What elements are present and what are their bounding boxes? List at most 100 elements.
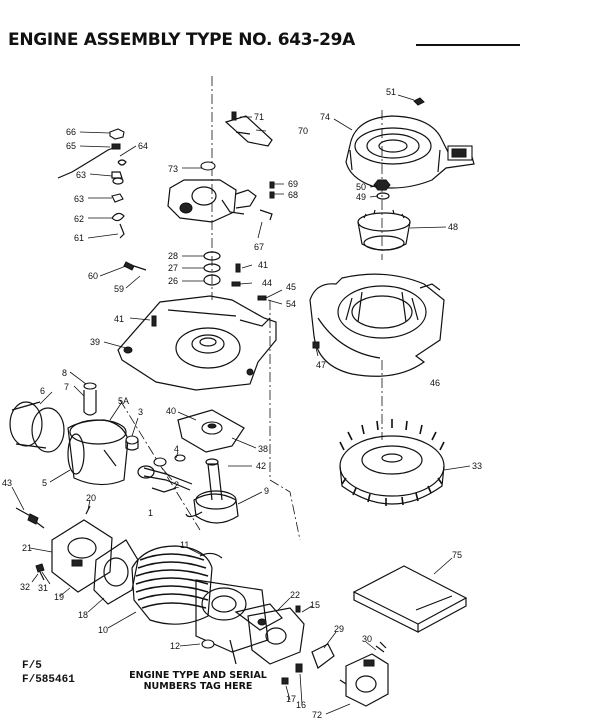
callout: 9 — [264, 486, 269, 496]
cylinder-gasket — [93, 539, 139, 605]
small-fasteners — [151, 263, 267, 327]
callout: 10 — [98, 625, 108, 635]
callout: 40 — [166, 406, 176, 416]
callout: 6 — [40, 386, 45, 396]
callout: 5 — [42, 478, 47, 488]
callout: 50 — [356, 182, 366, 192]
screw-47 — [312, 341, 320, 349]
footer-line2: F/585461 — [22, 674, 75, 686]
callout: 45 — [286, 282, 296, 292]
callout: 11 — [180, 540, 189, 550]
callout: 54 — [286, 299, 296, 309]
callout: 61 — [74, 233, 84, 243]
callout: 69 — [288, 179, 298, 189]
callout: 41 — [258, 260, 268, 270]
callout: 42 — [256, 461, 266, 471]
ignition-coil — [51, 505, 113, 593]
callout: 74 — [320, 112, 330, 122]
callout: 73 — [168, 164, 178, 174]
callout: 75 — [452, 550, 462, 560]
starter-cup — [357, 209, 411, 251]
callout: 63 — [74, 194, 84, 204]
callout: 8 — [62, 368, 67, 378]
callout: 68 — [288, 190, 298, 200]
tag-note-line1: ENGINE TYPE AND SERIAL — [129, 670, 267, 681]
carburetor — [167, 111, 275, 223]
callout: 2 — [174, 480, 179, 490]
callout: 32 — [20, 582, 30, 592]
tag-location-note: ENGINE TYPE AND SERIAL NUMBERS TAG HERE — [128, 670, 268, 692]
title-underline — [416, 44, 520, 46]
screw-51 — [413, 97, 425, 106]
callout: 72 — [312, 710, 322, 720]
callout: 26 — [168, 276, 178, 286]
fuel-carburetor — [339, 641, 389, 707]
center-line-lower — [269, 300, 301, 541]
callout: 33 — [472, 461, 482, 471]
tag-note-line2: NUMBERS TAG HERE — [143, 681, 253, 692]
reed-plate — [177, 409, 245, 453]
flywheel — [339, 419, 445, 506]
callout: 60 — [88, 271, 98, 281]
callout: 30 — [362, 634, 372, 644]
callout: 51 — [386, 87, 396, 97]
crankshaft — [185, 458, 239, 524]
callout: 19 — [54, 592, 64, 602]
callout: 41 — [114, 314, 124, 324]
callout-labels: 66 65 64 63 63 62 61 60 59 41 39 71 70 7… — [2, 87, 482, 720]
callout: 20 — [86, 493, 96, 503]
connecting-rod — [137, 454, 193, 493]
callout: 31 — [38, 583, 48, 593]
callout: 71 — [254, 112, 264, 122]
carb-gasket — [311, 643, 335, 669]
callout: 15 — [310, 600, 320, 610]
callout: 27 — [168, 263, 178, 273]
screws-31-32 — [35, 563, 45, 581]
callout: 38 — [258, 444, 268, 454]
callout: 44 — [262, 278, 272, 288]
callout: 59 — [114, 284, 124, 294]
callout: 63 — [76, 170, 86, 180]
callout: 67 — [254, 242, 264, 252]
callout: 65 — [66, 141, 76, 151]
callout: 39 — [90, 337, 100, 347]
piston — [67, 419, 129, 486]
callout: 70 — [298, 126, 308, 136]
nut-12 — [201, 639, 215, 649]
blower-housing — [309, 273, 445, 377]
callout: 16 — [296, 700, 306, 710]
callout: 18 — [78, 610, 88, 620]
piston-rings — [9, 401, 65, 453]
callout: 43 — [2, 478, 12, 488]
callout: 12 — [170, 641, 180, 651]
footer-line1: F/5 — [22, 660, 42, 672]
screws-17-16 — [281, 663, 303, 685]
callout: 66 — [66, 127, 76, 137]
callout: 48 — [448, 222, 458, 232]
leader-lines — [11, 94, 471, 715]
callout: 22 — [290, 590, 300, 600]
callout: 17 — [286, 694, 296, 704]
callout: 1 — [148, 508, 153, 518]
callout: 62 — [74, 214, 84, 224]
callout: 5A — [118, 396, 129, 406]
crankcase — [195, 579, 269, 665]
callout: 4 — [174, 444, 179, 454]
recoil-starter — [345, 115, 475, 189]
base-plate — [117, 295, 277, 391]
callout: 49 — [356, 192, 366, 202]
page-title: ENGINE ASSEMBLY TYPE NO. 643-29A — [8, 30, 355, 50]
spark-plug — [15, 507, 45, 529]
cylinder — [131, 545, 213, 625]
callout: 7 — [64, 382, 69, 392]
callout: 47 — [316, 360, 326, 370]
wrist-pin — [83, 382, 97, 416]
callout: 3 — [138, 407, 143, 417]
callout: 28 — [168, 251, 178, 261]
reed-cover — [234, 603, 305, 665]
callout: 46 — [430, 378, 440, 388]
linkage-parts — [57, 128, 147, 271]
callout: 21 — [22, 543, 32, 553]
